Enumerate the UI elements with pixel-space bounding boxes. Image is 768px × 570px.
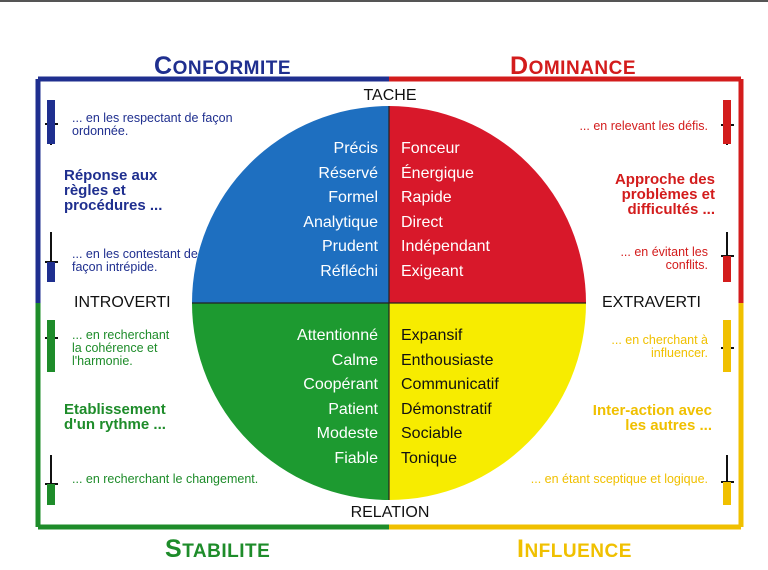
dominance-high-note: ... en relevant les défis. [579, 119, 708, 133]
category-title-stabilite: STABILITE [165, 535, 271, 563]
quadrant-word-influence: Enthousiaste [401, 351, 494, 369]
quadrant-conformite [192, 106, 389, 303]
quadrant-dominance [389, 106, 586, 303]
quadrant-word-conformite: Formel [328, 189, 378, 207]
dominance-low-note: ... en évitant les conflits. [620, 245, 708, 272]
quadrant-word-influence: Démonstratif [401, 400, 492, 418]
axis-label-top: TACHE [363, 87, 417, 104]
axis-label-left: INTROVERTI [74, 294, 171, 311]
quadrant-word-conformite: Analytique [303, 213, 378, 231]
quadrant-word-dominance: Fonceur [401, 140, 460, 157]
quadrant-word-dominance: Énergique [401, 164, 474, 182]
quadrant-word-stabilite: Calme [331, 351, 378, 369]
conformite-title: Réponse aux règles et procédures ... [64, 167, 163, 214]
quadrant-word-dominance: Rapide [401, 189, 452, 207]
quadrant-word-stabilite: Patient [328, 400, 378, 418]
quadrant-word-dominance: Direct [401, 213, 443, 231]
dominance-title: Approche des problèmes et difficultés ..… [614, 171, 715, 218]
quadrant-word-dominance: Exigeant [401, 263, 464, 280]
influence-high-note: ... en cherchant à influencer. [611, 333, 708, 360]
quadrant-word-stabilite: Modeste [316, 425, 378, 443]
quadrant-stabilite [192, 303, 389, 500]
conformite-high-note: ... en les respectant de façon ordonnée. [72, 111, 233, 138]
axis-label-bottom: RELATION [350, 504, 430, 521]
category-title-dominance: DOMINANCE [510, 52, 637, 80]
quadrant-word-influence: Sociable [401, 425, 463, 443]
stabilite-low-note: ... en recherchant le changement. [72, 472, 259, 486]
influence-title: Inter-action avec les autres ... [592, 402, 712, 434]
quadrant-word-influence: Tonique [401, 450, 458, 467]
category-title-influence: INFLUENCE [517, 535, 632, 563]
quadrant-word-conformite: Prudent [321, 238, 378, 256]
quadrant-word-influence: Communicatif [401, 376, 499, 394]
influence-low-note: ... en étant sceptique et logique. [530, 472, 708, 486]
quadrant-word-stabilite: Coopérant [303, 376, 378, 394]
quadrant-word-influence: Expansif [401, 327, 463, 344]
quadrant-word-stabilite: Fiable [334, 450, 378, 467]
quadrant-word-conformite: Réservé [318, 164, 378, 182]
top-divider-line [0, 0, 768, 2]
quadrant-influence [389, 303, 586, 500]
stabilite-title: Etablissement d'un rythme ... [64, 401, 166, 433]
quadrant-word-stabilite: Attentionné [297, 327, 378, 344]
stabilite-high-note: ... en recherchant la cohérence et l'har… [72, 328, 170, 368]
category-title-conformite: CONFORMITE [154, 52, 292, 80]
quadrant-word-dominance: Indépendant [401, 238, 490, 256]
conformite-low-note: ... en les contestant de façon intrépide… [72, 247, 198, 274]
axis-label-right: EXTRAVERTI [602, 294, 701, 311]
quadrant-word-conformite: Précis [333, 140, 378, 157]
quadrant-word-conformite: Réfléchi [320, 263, 378, 280]
